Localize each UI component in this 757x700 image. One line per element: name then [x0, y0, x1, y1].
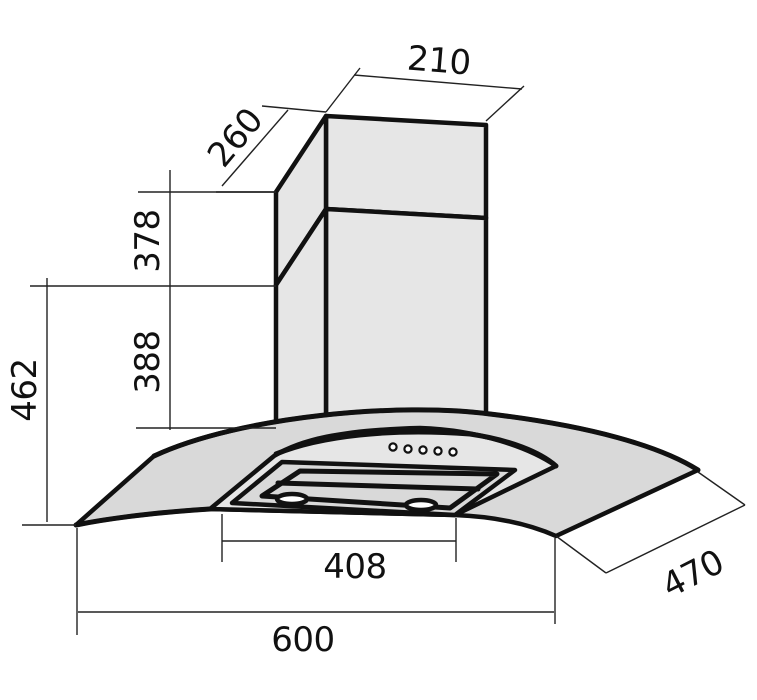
- dim-label-filter-width: 408: [323, 547, 386, 587]
- dim-label-top-depth: 260: [200, 101, 271, 175]
- dim-label-canopy-height: 462: [5, 358, 45, 421]
- dim-ext: [697, 471, 746, 506]
- canopy: [73, 407, 701, 539]
- chimney: [273, 113, 489, 431]
- dim-ext: [325, 67, 361, 113]
- canopy-front-edge: [73, 506, 213, 528]
- dim-label-lower-chimney-height: 388: [128, 330, 168, 393]
- dim-ext: [485, 85, 525, 122]
- dim-label-top-width: 210: [406, 38, 473, 83]
- dim-ext: [555, 535, 607, 574]
- dim-label-total-width: 600: [271, 620, 334, 660]
- dim-label-total-depth: 470: [656, 542, 731, 606]
- control-knob: [448, 447, 458, 457]
- control-knobs: [388, 442, 458, 457]
- control-strip: [273, 429, 559, 469]
- control-knob: [403, 444, 413, 454]
- dim-label-upper-chimney-height: 378: [128, 209, 168, 272]
- chimney-front-lower: [323, 206, 489, 421]
- control-knob: [418, 445, 428, 455]
- halogen-light-right: [403, 497, 439, 513]
- control-knob: [433, 446, 443, 456]
- filter-panel: [259, 468, 500, 511]
- dim-line-top-width: [353, 74, 523, 90]
- dimension-lines: [22, 67, 746, 635]
- dim-ext: [261, 105, 327, 113]
- dim-line-total-depth: [605, 504, 746, 574]
- halogen-light-left: [274, 491, 310, 507]
- filter-divider: [275, 480, 481, 492]
- dim-line-top-depth: [221, 109, 289, 187]
- control-knob: [388, 442, 398, 452]
- chimney-front-upper: [323, 113, 489, 221]
